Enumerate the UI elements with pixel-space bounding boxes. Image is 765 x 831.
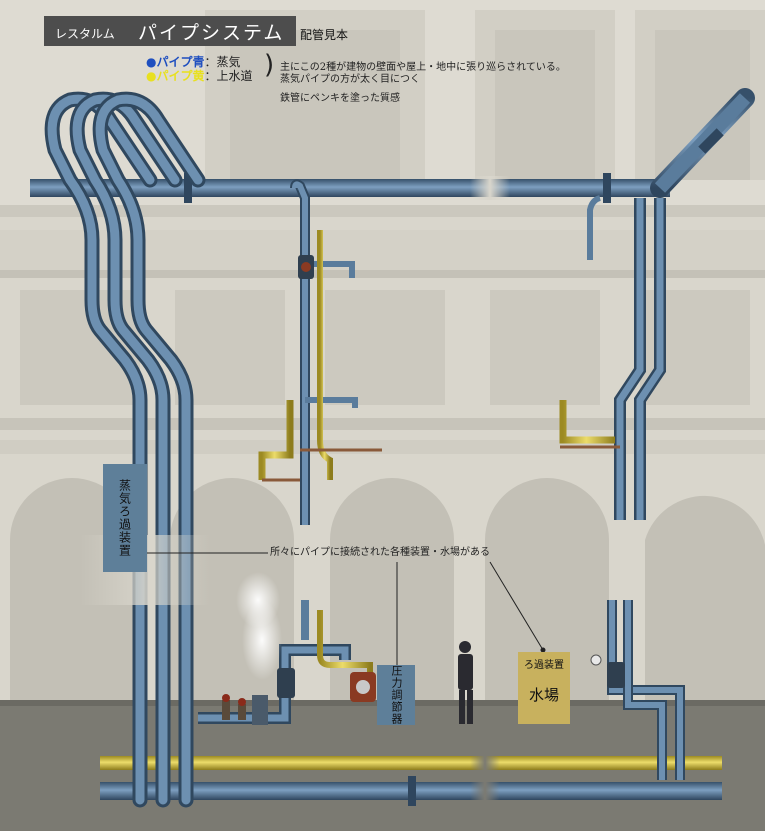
steam-filter-label: 蒸気ろ過装置 bbox=[103, 464, 147, 572]
pressure-regulator-label: 圧力調節器 bbox=[377, 665, 415, 725]
legend-bracket: ) bbox=[264, 50, 275, 80]
right-steam-pipes bbox=[559, 195, 666, 520]
header-label: レスタルム bbox=[55, 27, 115, 41]
note-devices: 所々にパイプに接続された各種装置・水場がある bbox=[270, 547, 490, 558]
water-main-pipe bbox=[100, 754, 722, 772]
title-bar bbox=[44, 16, 296, 46]
note-line-3: 鉄管にペンキを塗った質感 bbox=[280, 93, 400, 104]
legend-blue-key: ●パイプ青 bbox=[146, 55, 205, 69]
legend-yellow-key: ●パイプ黄 bbox=[146, 69, 205, 83]
water-station-box bbox=[518, 652, 570, 724]
legend-yellow: ●パイプ黄：上水道 bbox=[146, 70, 253, 83]
steam-main-pipe-bottom bbox=[100, 776, 722, 806]
page-subtitle: 配管見本 bbox=[300, 28, 349, 42]
water-place-label: 水場 bbox=[528, 686, 559, 704]
person-silhouette bbox=[458, 641, 473, 724]
steam-loop-pipes bbox=[44, 91, 210, 808]
note-line-2: 蒸気パイプの方が太く目につく bbox=[280, 74, 420, 85]
page-title: パイプシステム bbox=[138, 22, 285, 44]
water-filter-label: ろ過装置 bbox=[524, 660, 564, 671]
legend-yellow-value: ：上水道 bbox=[204, 69, 253, 83]
right-valve-assembly bbox=[577, 600, 685, 780]
center-valve-assembly bbox=[198, 572, 376, 725]
middle-steam-pipe bbox=[258, 179, 382, 525]
legend-blue: ●パイプ青：蒸気 bbox=[146, 56, 241, 69]
note-line-1: 主にこの2種が建物の壁面や屋上・地中に張り巡らされている。 bbox=[280, 62, 566, 73]
legend-blue-value: ：蒸気 bbox=[204, 55, 241, 69]
steam-main-pipe-top bbox=[30, 88, 755, 203]
